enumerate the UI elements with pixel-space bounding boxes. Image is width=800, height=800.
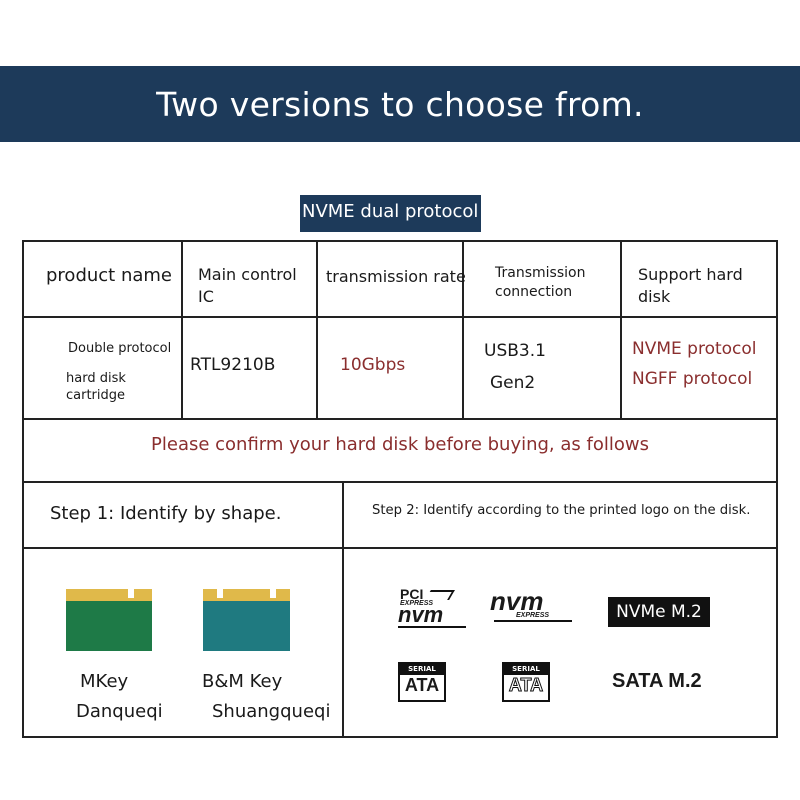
header-transmission-rate: transmission rate: [326, 267, 466, 286]
connection-line-2: Gen2: [490, 373, 536, 393]
header-main-control-ic: Main control IC: [198, 265, 297, 306]
bmkey-cartridge-image: [203, 589, 290, 651]
header-transmission-connection: Transmission connection: [495, 265, 586, 300]
product-line-2: hard disk: [66, 371, 126, 386]
notice-text: Please confirm your hard disk before buy…: [151, 434, 649, 455]
nvm-express-logo: nvm EXPRESS: [490, 586, 580, 626]
spec-table: product name Main control IC transmissio…: [22, 240, 778, 738]
row-divider: [24, 418, 776, 420]
support-ngff: NGFF protocol: [632, 369, 753, 389]
rate-value: 10Gbps: [340, 355, 406, 375]
connection-line-1: USB3.1: [484, 341, 546, 361]
serial-ata-logo: SERIAL ATA: [398, 662, 446, 702]
ic-value: RTL9210B: [190, 355, 276, 375]
row-divider: [24, 481, 776, 483]
col-divider: [620, 242, 622, 418]
sata-m2-logo: SATA M.2: [612, 670, 702, 692]
version-label: NVME dual protocol: [300, 195, 481, 232]
step-1-label: Step 1: Identify by shape.: [50, 503, 282, 524]
col-divider: [316, 242, 318, 418]
support-nvme: NVME protocol: [632, 339, 757, 359]
mkey-cartridge-image: [66, 589, 152, 651]
bmkey-name: B&M Key: [202, 671, 283, 692]
bmkey-sub: Shuangqueqi: [212, 701, 331, 722]
col-divider: [181, 242, 183, 418]
header-support-hard-disk: Support hard disk: [638, 265, 743, 306]
col-divider: [462, 242, 464, 418]
row-divider: [24, 316, 776, 318]
nvme-m2-logo: NVMe M.2: [608, 597, 710, 627]
row-divider: [24, 547, 776, 549]
product-line-1: Double protocol: [68, 341, 172, 356]
header-product-name: product name: [46, 265, 172, 286]
page-title: Two versions to choose from.: [156, 84, 644, 124]
serial-ata-outline-logo: SERIAL ATA: [502, 662, 550, 702]
product-line-3: cartridge: [66, 388, 126, 403]
mkey-sub: Danqueqi: [76, 701, 163, 722]
header-banner: Two versions to choose from.: [0, 66, 800, 142]
mkey-name: MKey: [80, 671, 129, 692]
step-2-label: Step 2: Identify according to the printe…: [372, 503, 751, 518]
pci-express-nvm-logo: PCI EXPRESS nvm: [398, 586, 478, 636]
col-divider: [342, 481, 344, 738]
